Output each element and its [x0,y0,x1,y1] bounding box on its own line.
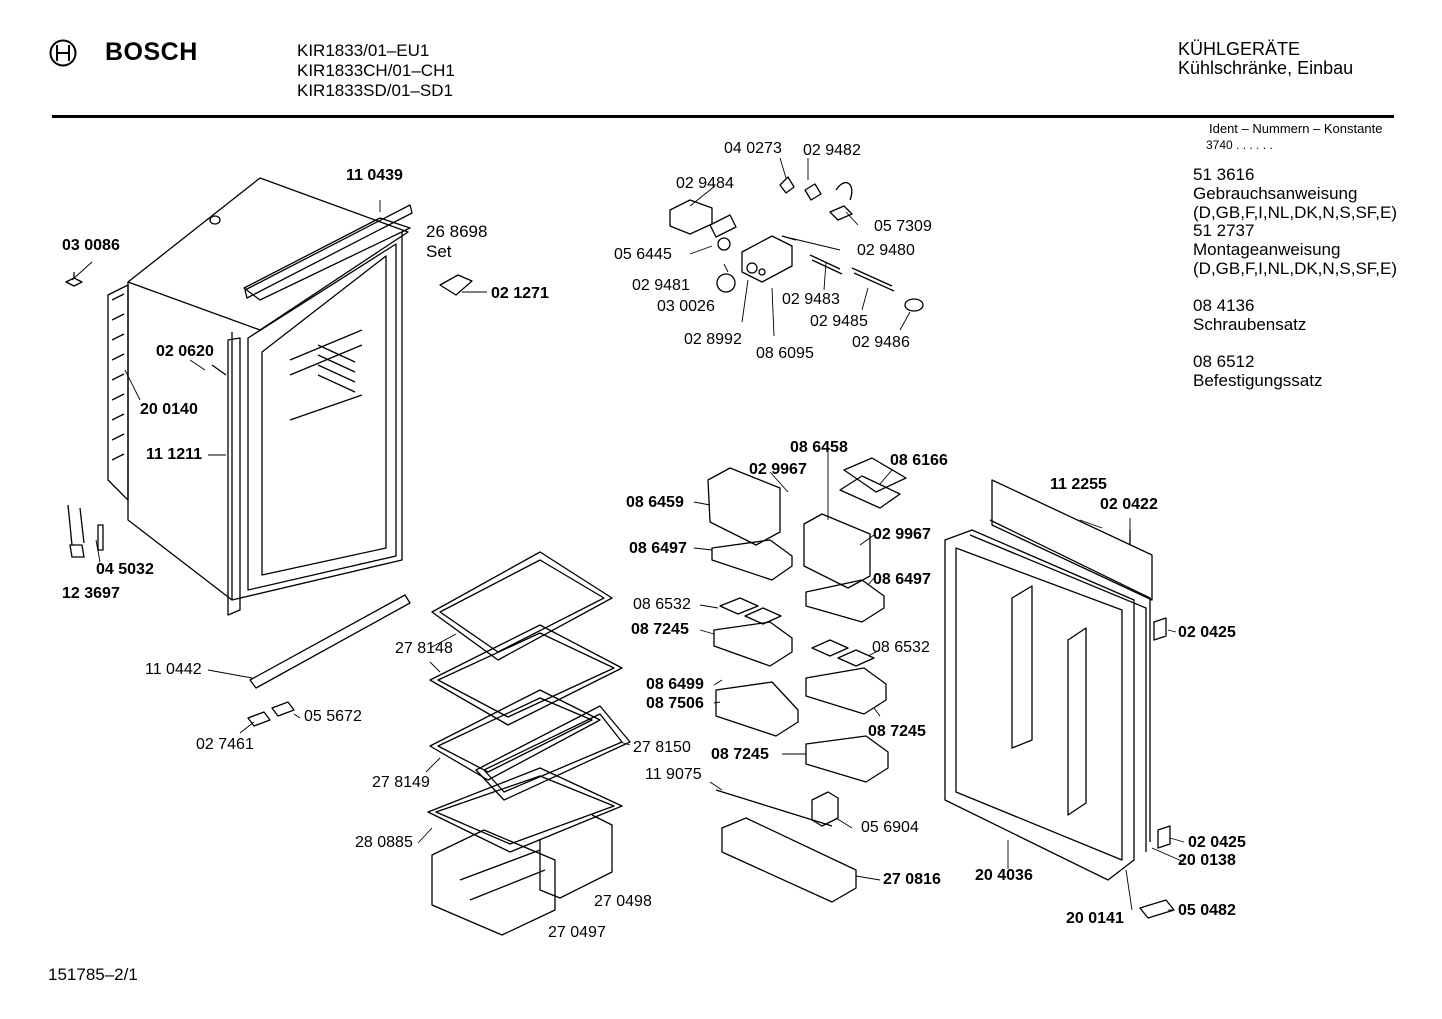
part-label: 02 9483 [782,291,840,308]
part-label: 02 0425 [1178,624,1236,641]
part-label: 04 0273 [724,140,782,157]
part-label: 08 6458 [790,439,848,456]
assembly-title: Montageanweisung [1193,240,1341,259]
thermostat-drawing [669,176,924,312]
part-label: 08 6499 [646,676,704,693]
part-label: 05 7309 [874,218,932,235]
part-label: 20 0141 [1066,910,1124,927]
part-label: 08 6166 [890,452,948,469]
brand-name: BOSCH [105,38,198,66]
part-label: 02 8992 [684,331,742,348]
part-label: 27 8148 [395,640,453,657]
manual-languages: (D,GB,F,I,NL,DK,N,S,SF,E) [1193,203,1398,222]
part-label: 11 1211 [146,446,203,463]
part-label: 08 7245 [631,621,689,638]
part-label: 02 9486 [852,334,910,351]
part-label: 02 0620 [156,343,214,360]
leader-lines [71,157,1185,911]
part-label: 20 0140 [140,401,198,418]
shelves-drawing [427,551,631,936]
part-label: 05 6445 [614,246,672,263]
part-label: 08 6459 [626,494,684,511]
part-label: 08 6095 [756,345,814,362]
mounting-set-title: Befestigungssatz [1193,371,1323,390]
part-label: Set [426,242,452,261]
part-label: 02 0425 [1188,834,1246,851]
part-label: 08 6532 [633,596,691,613]
part-label: 03 0086 [62,237,120,254]
assembly-number: 51 2737 [1193,221,1255,240]
part-label: 02 9967 [749,461,807,478]
part-label: 27 8150 [633,739,691,756]
part-label: 02 0422 [1100,496,1158,513]
part-label: 05 0482 [1178,902,1236,919]
part-label: 20 4036 [975,867,1033,884]
part-label: 11 2255 [1050,476,1107,493]
part-label: 02 9480 [857,242,915,259]
category-title: KÜHLGERÄTE [1178,39,1301,59]
bosch-logo [48,38,78,73]
part-label: 26 8698 [426,222,488,241]
model-number-3: KIR1833SD/01–SD1 [297,81,453,100]
part-label: 27 0816 [883,871,941,888]
part-label: 12 3697 [62,585,120,602]
part-label: 08 7245 [711,746,769,763]
part-label: 05 6904 [861,819,919,836]
part-label: 03 0026 [657,298,715,315]
part-label: 02 1271 [491,285,549,302]
part-label: 11 0442 [145,661,202,678]
bosch-armature-icon [49,39,77,67]
subcategory-title: Kühlschränke, Einbau [1178,58,1354,78]
ident-label: Ident – Nummern – Konstante [1209,121,1383,136]
part-label: 05 5672 [304,708,362,725]
part-label: 08 7245 [868,723,926,740]
door-drawing [944,479,1175,919]
ident-value: 3740 . . . . . . [1206,138,1273,152]
header-divider [52,115,1394,118]
part-label: 27 0498 [594,893,652,910]
door-bins-drawing [707,457,907,903]
part-label: 27 0497 [548,924,606,941]
mounting-set-number: 08 6512 [1193,352,1255,371]
part-label: 02 9485 [810,313,868,330]
manual-title: Gebrauchsanweisung [1193,184,1358,203]
part-label: 11 9075 [645,766,702,783]
model-number-1: KIR1833/01–EU1 [297,41,430,60]
drawing-id: 151785–2/1 [48,965,138,984]
part-label: 28 0885 [355,834,413,851]
part-label: 04 5032 [96,561,154,578]
part-label: 02 9484 [676,175,734,192]
part-label: 08 7506 [646,695,704,712]
part-label: 02 9967 [873,526,931,543]
part-label: 11 0439 [346,167,403,184]
part-label: 08 6497 [873,571,931,588]
cabinet-drawing [65,177,473,727]
model-number-2: KIR1833CH/01–CH1 [297,61,455,80]
part-label: 02 9482 [803,142,861,159]
screw-set-number: 08 4136 [1193,296,1255,315]
part-label: 20 0138 [1178,852,1236,869]
part-label: 08 6497 [629,540,687,557]
part-label: 27 8149 [372,774,430,791]
part-label: 08 6532 [872,639,930,656]
assembly-languages: (D,GB,F,I,NL,DK,N,S,SF,E) [1193,259,1398,278]
part-label: 02 9481 [632,277,690,294]
manual-number: 51 3616 [1193,165,1255,184]
screw-set-title: Schraubensatz [1193,315,1307,334]
part-label: 02 7461 [196,736,254,753]
